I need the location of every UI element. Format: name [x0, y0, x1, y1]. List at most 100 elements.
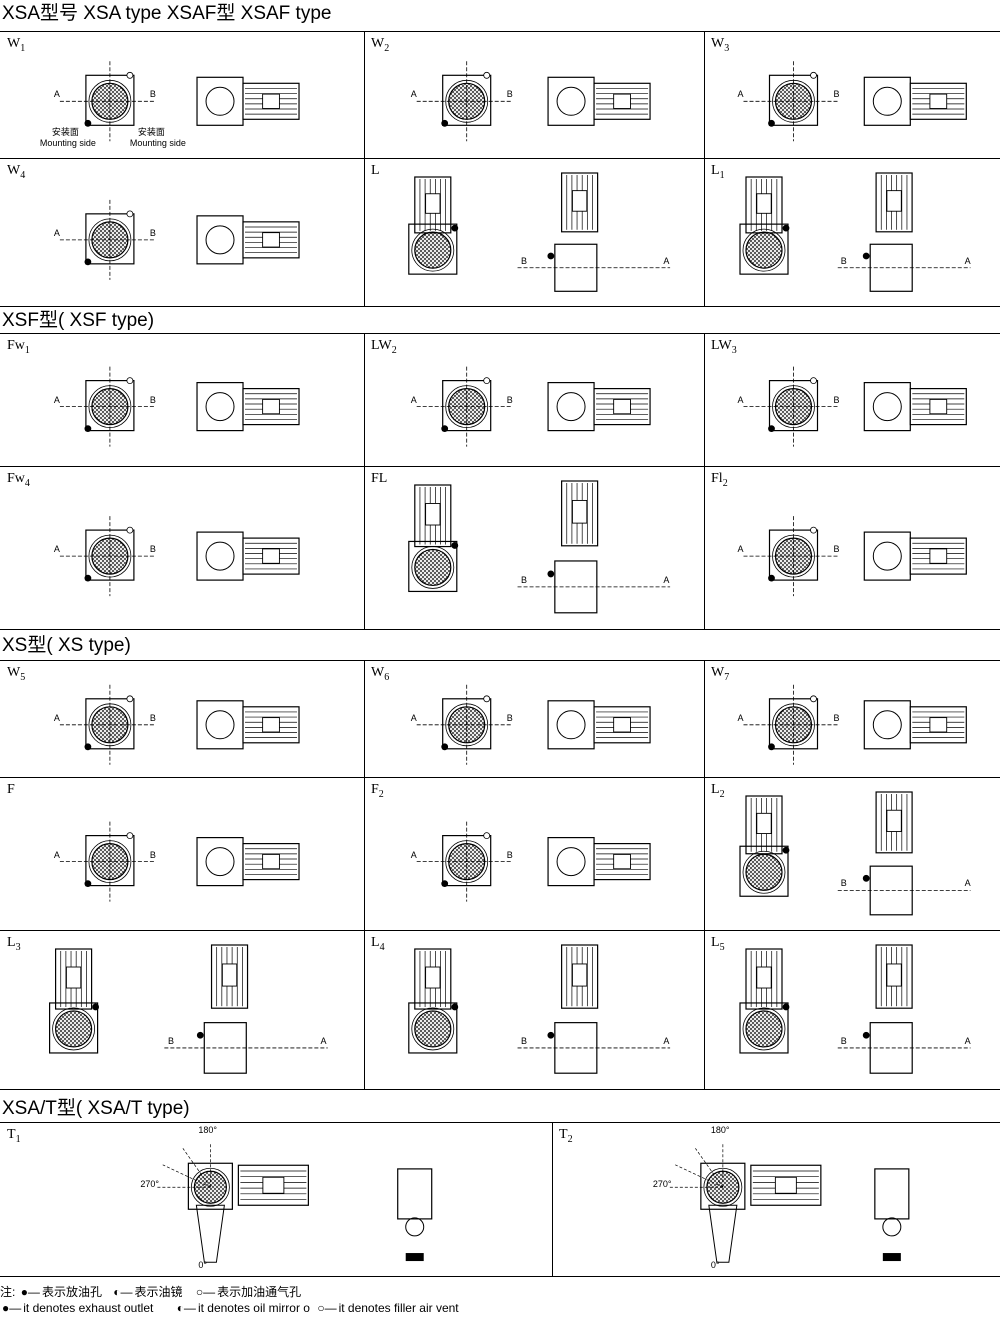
shaft-label-a: A — [53, 89, 60, 100]
gear-housing — [739, 1002, 789, 1054]
terminal-box — [756, 812, 772, 834]
gear-diagram — [416, 366, 651, 447]
exhaust-outlet-icon — [768, 425, 775, 432]
shaft-label-b: B — [149, 712, 156, 723]
mounting-position-code: F2 — [371, 782, 384, 800]
grid-col-line — [364, 333, 365, 629]
side-view-shaft — [882, 1217, 902, 1237]
side-view-housing — [863, 700, 911, 750]
position-code-text: F — [7, 782, 15, 797]
side-view-housing — [397, 1168, 433, 1220]
side-view-housing — [196, 76, 244, 126]
position-code-text: W — [7, 36, 21, 51]
gear-diagram — [155, 1142, 433, 1263]
exhaust-outlet-icon — [782, 846, 790, 854]
angle-label-bottom: 0° — [710, 1260, 720, 1270]
position-code-text: T — [559, 1127, 568, 1142]
notes-prefix: 注: — [0, 1285, 16, 1299]
exhaust-outlet-icon — [84, 119, 92, 127]
position-code-text: W — [711, 665, 725, 680]
shaft-label-b: B — [840, 255, 847, 266]
side-view-output — [556, 86, 586, 116]
grid-row-line — [0, 31, 1000, 32]
position-code-text: Fw — [7, 338, 25, 353]
gear-face — [745, 1010, 783, 1048]
mounting-position-code: Fw1 — [7, 338, 30, 356]
shaft-label-a: A — [53, 227, 60, 238]
gear-diagram — [59, 821, 300, 902]
shaft-label-b: B — [506, 849, 513, 860]
gear-diagram — [408, 944, 671, 1074]
shaft-label-b: B — [506, 394, 513, 405]
legend-line-en: ●—it denotes exhaust outlet ◐—it denotes… — [0, 1301, 459, 1315]
position-code-text: W — [371, 665, 385, 680]
shaft-label-a: A — [737, 394, 744, 405]
filler-vent-icon — [810, 377, 817, 384]
terminal-box — [221, 963, 238, 987]
mounting-position-code: T1 — [7, 1127, 21, 1145]
gear-diagram — [743, 684, 967, 765]
terminal-box — [425, 966, 441, 989]
angle-label-bottom: 0° — [198, 1260, 207, 1270]
filler-vent-icon — [810, 526, 817, 534]
side-view-output — [872, 392, 902, 422]
grid-col-line — [704, 31, 705, 306]
filler-vent-icon — [483, 377, 491, 384]
terminal-box — [774, 1176, 797, 1194]
side-view-housing — [863, 381, 911, 432]
side-view-housing — [547, 381, 595, 432]
mounting-position-code: FL — [371, 471, 387, 489]
position-code-text: W — [7, 163, 21, 178]
shaft-label-a: A — [410, 394, 417, 405]
exhaust-outlet-icon — [451, 1003, 459, 1011]
position-code-text: Fl — [711, 471, 723, 486]
note-en-vent: it denotes filler air vent — [338, 1301, 459, 1315]
exhaust-outlet-icon — [782, 224, 790, 232]
position-code-text: W — [371, 36, 385, 51]
position-code-sub: 2 — [391, 344, 397, 356]
filler-vent-icon — [483, 832, 491, 839]
exhaust-outlet-icon — [547, 570, 555, 578]
position-code-sub: 1 — [20, 42, 26, 54]
position-code-text: F — [371, 782, 379, 797]
exhaust-outlet-icon — [451, 224, 459, 232]
filler-vent-icon — [126, 832, 134, 839]
gear-face — [414, 1010, 452, 1048]
mounting-side-label-en: Mounting side — [39, 138, 96, 149]
terminal-box — [262, 717, 280, 733]
gear-ring — [190, 1167, 230, 1207]
gear-diagram — [743, 61, 967, 142]
grid-row-line — [0, 777, 1000, 778]
terminal-box — [613, 93, 631, 109]
terminal-box — [756, 193, 772, 214]
side-view-housing — [863, 76, 911, 126]
terminal-box — [886, 190, 902, 212]
mounting-position-code: LW2 — [371, 338, 397, 356]
gear-ring — [411, 546, 455, 589]
terminal-box — [262, 1176, 285, 1194]
grid-col-line — [704, 660, 705, 1089]
position-code-sub: 4 — [20, 169, 26, 181]
mounting-side-label-en-2: Mounting side — [129, 138, 186, 149]
exhaust-outlet-icon — [84, 743, 92, 751]
terminal-box — [929, 717, 948, 733]
filler-vent-icon: ○— — [195, 1285, 216, 1299]
position-code-sub: 3 — [15, 941, 21, 953]
gear-face — [745, 853, 783, 891]
gear-diagram — [416, 684, 651, 765]
shaft-label-b: B — [520, 574, 527, 585]
position-code-text: L — [711, 935, 720, 950]
gear-housing — [48, 1002, 99, 1054]
side-view-housing — [547, 836, 595, 887]
terminal-box — [613, 398, 631, 415]
exhaust-outlet-icon — [84, 574, 92, 582]
shaft-label-a: A — [53, 544, 60, 555]
